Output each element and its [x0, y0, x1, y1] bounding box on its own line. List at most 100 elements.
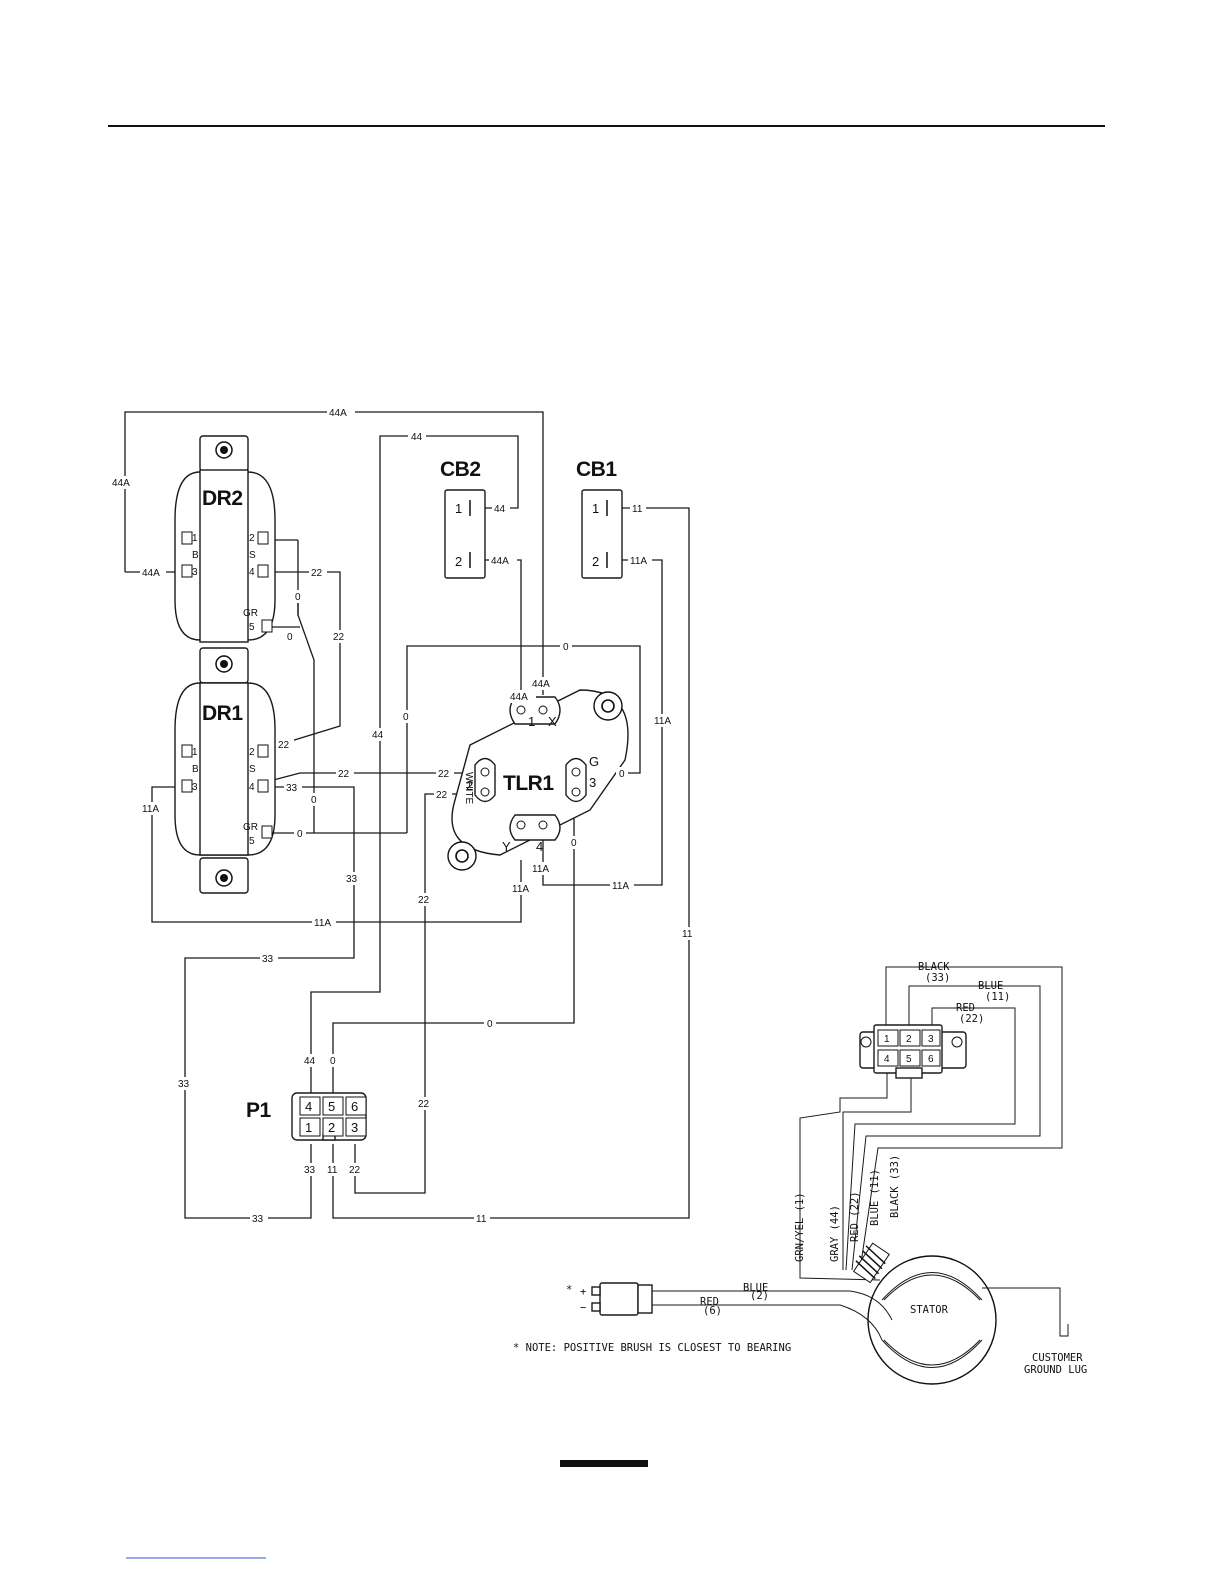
svg-text:1: 1 — [305, 1120, 312, 1135]
svg-text:(6): (6) — [703, 1305, 722, 1317]
tlr1-terminal-block: TLR1 1 X 2 WHITE 3 G 4 Y — [447, 689, 629, 871]
svg-text:(33): (33) — [925, 972, 950, 984]
svg-text:11: 11 — [327, 1165, 338, 1176]
svg-text:5: 5 — [328, 1099, 335, 1114]
svg-text:3: 3 — [351, 1120, 358, 1135]
svg-text:RED: RED — [956, 1002, 975, 1014]
svg-text:11A: 11A — [612, 881, 629, 892]
svg-text:22: 22 — [438, 769, 450, 780]
footer-bar — [560, 1460, 648, 1467]
svg-text:22: 22 — [349, 1165, 361, 1176]
cb2-circuit-breaker: CB2 1 2 — [440, 458, 486, 579]
svg-text:GRAY (44): GRAY (44) — [829, 1205, 841, 1262]
svg-text:11: 11 — [632, 504, 643, 515]
svg-text:GR: GR — [243, 822, 258, 833]
svg-text:11: 11 — [682, 929, 693, 940]
svg-text:RED (22): RED (22) — [849, 1191, 861, 1242]
svg-text:S: S — [249, 550, 256, 561]
svg-text:0: 0 — [311, 795, 317, 806]
svg-text:11A: 11A — [142, 804, 159, 815]
svg-text:44A: 44A — [491, 556, 509, 567]
svg-text:BLACK (33): BLACK (33) — [889, 1155, 901, 1218]
svg-text:2: 2 — [592, 554, 599, 569]
svg-text:(22): (22) — [959, 1013, 984, 1025]
svg-text:11A: 11A — [630, 556, 647, 567]
svg-text:44A: 44A — [510, 692, 528, 703]
svg-text:22: 22 — [333, 632, 345, 643]
svg-text:1: 1 — [192, 747, 198, 758]
svg-text:CUSTOMER: CUSTOMER — [1032, 1352, 1083, 1364]
svg-text:44A: 44A — [329, 408, 347, 419]
svg-text:4: 4 — [305, 1099, 312, 1114]
svg-text:5: 5 — [249, 836, 255, 847]
svg-text:44: 44 — [411, 432, 423, 443]
svg-text:GRN/YEL (1): GRN/YEL (1) — [794, 1192, 806, 1262]
svg-text:GROUND LUG: GROUND LUG — [1024, 1364, 1087, 1376]
svg-text:22: 22 — [436, 790, 448, 801]
cb1-circuit-breaker: CB1 1 2 — [576, 458, 623, 579]
svg-text:BLUE: BLUE — [743, 1282, 768, 1294]
brush-connector: * + − BLUE (2) RED (6) — [566, 1282, 893, 1341]
svg-text:1: 1 — [884, 1034, 890, 1045]
svg-text:X: X — [548, 714, 557, 729]
svg-text:4: 4 — [536, 839, 543, 854]
svg-text:0: 0 — [287, 632, 293, 643]
svg-text:44A: 44A — [532, 679, 550, 690]
svg-text:33: 33 — [262, 954, 274, 965]
svg-text:2: 2 — [455, 554, 462, 569]
svg-text:G: G — [589, 754, 599, 769]
svg-text:1: 1 — [455, 501, 462, 516]
svg-text:0: 0 — [295, 592, 301, 603]
cb1-label: CB1 — [576, 458, 617, 481]
svg-text:33: 33 — [252, 1214, 264, 1225]
svg-text:+: + — [580, 1286, 586, 1298]
stator: STATOR — [867, 1255, 997, 1385]
svg-text:2: 2 — [249, 747, 255, 758]
svg-text:0: 0 — [619, 769, 625, 780]
svg-text:2: 2 — [328, 1120, 335, 1135]
svg-text:Y: Y — [502, 839, 511, 854]
brush-note: * NOTE: POSITIVE BRUSH IS CLOSEST TO BEA… — [513, 1342, 791, 1354]
wire-bundle-wrap — [852, 1242, 890, 1284]
svg-text:3: 3 — [192, 567, 198, 578]
svg-text:S: S — [249, 764, 256, 775]
stator-label: STATOR — [910, 1304, 949, 1316]
dr2-diode-rectifier: DR2 1 B 3 2 S 4 GR 5 — [174, 435, 276, 643]
svg-text:1: 1 — [592, 501, 599, 516]
svg-text:44: 44 — [304, 1056, 316, 1067]
svg-text:GR: GR — [243, 608, 258, 619]
svg-text:6: 6 — [351, 1099, 358, 1114]
svg-text:44: 44 — [494, 504, 506, 515]
svg-text:0: 0 — [297, 829, 303, 840]
stator-harness: 1 2 3 4 5 6 BLACK (33) BLUE (11) RED (22… — [794, 961, 1063, 1284]
svg-text:1: 1 — [192, 533, 198, 544]
wire-labels: 44A 44A 44A 44 44 44A 11 11A 44 44A 44A … — [110, 405, 696, 1225]
svg-text:6: 6 — [928, 1054, 934, 1065]
svg-text:0: 0 — [487, 1019, 493, 1030]
svg-text:4: 4 — [249, 567, 255, 578]
svg-text:22: 22 — [278, 740, 290, 751]
svg-text:1: 1 — [528, 714, 535, 729]
svg-text:−: − — [580, 1302, 586, 1314]
svg-text:4: 4 — [884, 1054, 890, 1065]
svg-text:*: * — [566, 1284, 572, 1296]
svg-text:22: 22 — [418, 895, 430, 906]
svg-text:BLUE (11): BLUE (11) — [869, 1169, 881, 1226]
svg-text:0: 0 — [330, 1056, 336, 1067]
p1-label: P1 — [246, 1099, 272, 1122]
tlr1-label: TLR1 — [503, 772, 554, 795]
svg-text:RED: RED — [700, 1296, 719, 1308]
svg-text:BLUE: BLUE — [978, 980, 1003, 992]
svg-text:0: 0 — [571, 838, 577, 849]
svg-text:44: 44 — [372, 730, 384, 741]
svg-text:0: 0 — [563, 642, 569, 653]
svg-text:(11): (11) — [985, 991, 1010, 1003]
svg-text:2: 2 — [249, 533, 255, 544]
svg-text:3: 3 — [928, 1034, 934, 1045]
svg-text:4: 4 — [249, 782, 255, 793]
svg-text:33: 33 — [304, 1165, 316, 1176]
svg-text:11A: 11A — [512, 884, 529, 895]
p1-connector: P1 4 5 6 1 2 3 — [246, 1092, 367, 1141]
svg-text:44A: 44A — [112, 478, 130, 489]
svg-text:11A: 11A — [654, 716, 671, 727]
